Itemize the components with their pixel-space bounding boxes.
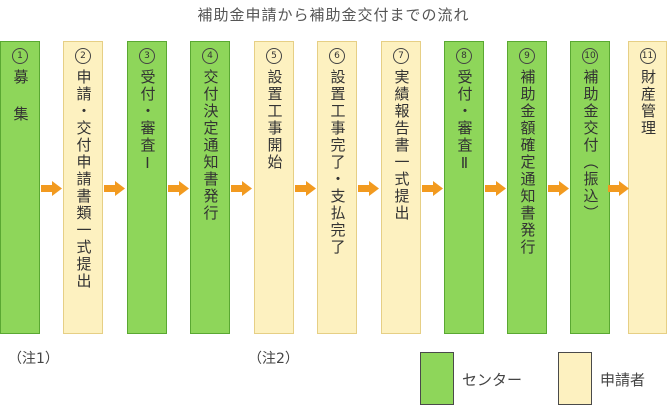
note-1: （注1） — [8, 351, 59, 367]
note-2: （注2） — [248, 351, 299, 367]
step-box-11: 11 財産管理 — [628, 41, 667, 334]
step-label: 補助金交付（振込） — [581, 69, 600, 222]
step-label: 受付・審査Ⅰ — [138, 69, 157, 174]
legend-label-center: センター — [462, 371, 523, 389]
arrow-right-icon — [295, 181, 316, 196]
step-box-1: 1 募 集 — [0, 41, 40, 334]
step-box-3: 3 受付・審査Ⅰ — [127, 41, 167, 334]
step-label: 受付・審査Ⅱ — [455, 69, 474, 174]
arrow-right-icon — [608, 181, 629, 196]
arrow-right-icon — [168, 181, 189, 196]
step-number: 9 — [519, 48, 535, 64]
step-label: 交付決定通知書発行 — [201, 69, 220, 222]
step-number: 5 — [266, 48, 282, 64]
step-number: 3 — [139, 48, 155, 64]
legend-swatch-center — [420, 352, 454, 405]
step-box-10: 10 補助金交付（振込） — [570, 41, 610, 334]
step-box-5: 5 設置工事開始 — [254, 41, 294, 334]
arrow-right-icon — [358, 181, 379, 196]
diagram-title: 補助金申請から補助金交付までの流れ — [197, 6, 470, 24]
step-label: 実績報告書一式提出 — [392, 69, 411, 222]
arrow-right-icon — [41, 181, 62, 196]
step-box-2: 2 申請・交付申請書類一式提出 — [63, 41, 103, 334]
step-label: 財産管理 — [639, 69, 657, 137]
arrow-right-icon — [231, 181, 252, 196]
arrow-right-icon — [548, 181, 569, 196]
step-box-9: 9 補助金額確定通知書発行 — [507, 41, 547, 334]
step-box-6: 6 設置工事完了・支払完了 — [317, 41, 357, 334]
step-number: 1 — [12, 48, 28, 64]
step-box-8: 8 受付・審査Ⅱ — [444, 41, 484, 334]
arrow-right-icon — [104, 181, 125, 196]
step-label: 設置工事開始 — [265, 69, 284, 171]
step-number: 4 — [202, 48, 218, 64]
step-number: 11 — [639, 48, 656, 64]
step-box-4: 4 交付決定通知書発行 — [190, 41, 230, 334]
step-label: 補助金額確定通知書発行 — [518, 69, 537, 256]
step-number: 7 — [393, 48, 409, 64]
step-number: 6 — [329, 48, 345, 64]
step-number: 2 — [75, 48, 91, 64]
step-number: 8 — [456, 48, 472, 64]
arrow-right-icon — [485, 181, 506, 196]
legend-swatch-applicant — [558, 352, 592, 405]
step-label: 設置工事完了・支払完了 — [328, 69, 347, 256]
step-label: 募 集 — [11, 69, 30, 123]
arrow-right-icon — [422, 181, 443, 196]
step-number: 10 — [582, 48, 598, 64]
step-label: 申請・交付申請書類一式提出 — [74, 69, 93, 290]
legend-label-applicant: 申請者 — [600, 371, 646, 389]
step-box-7: 7 実績報告書一式提出 — [381, 41, 421, 334]
